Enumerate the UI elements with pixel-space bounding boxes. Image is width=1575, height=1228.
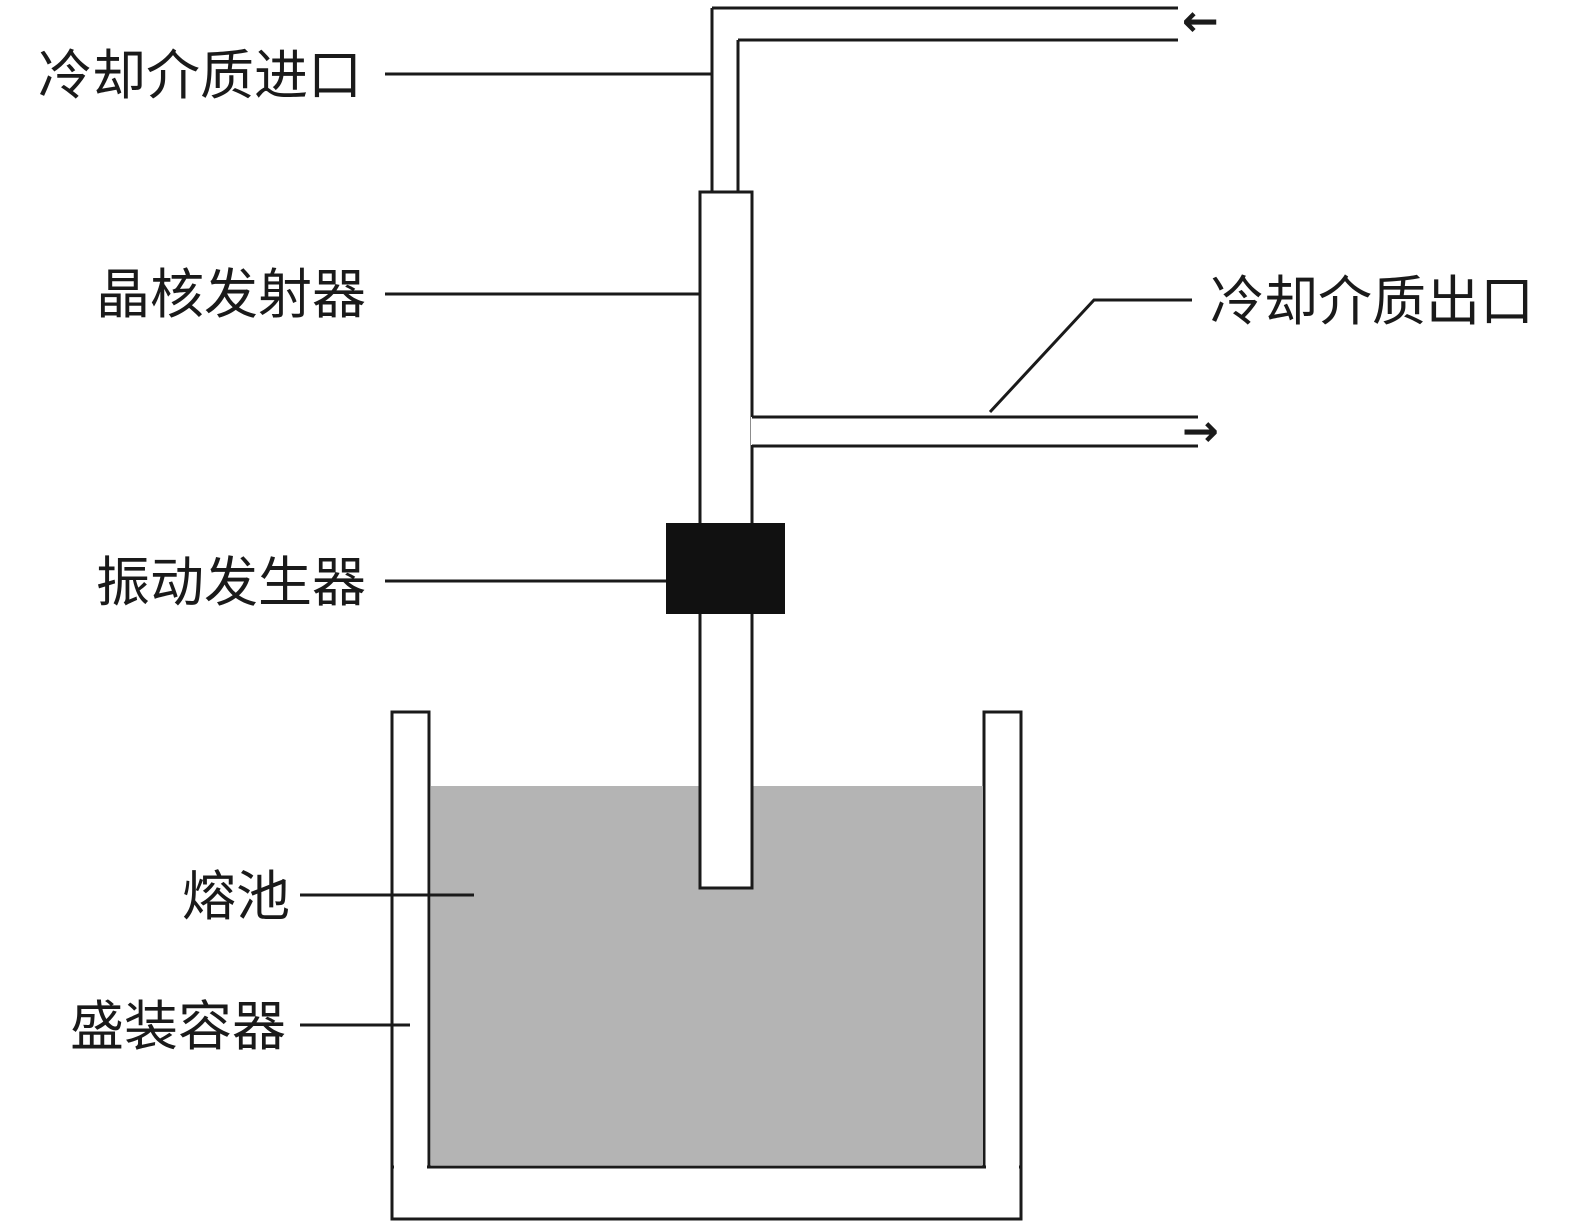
label-coolant-inlet: 冷却介质进口 (38, 44, 362, 107)
label-container: 盛装容器 (70, 995, 286, 1058)
leader-lines (300, 72, 1192, 1027)
container (390, 710, 1023, 1221)
label-melt-pool: 熔池 (182, 865, 290, 928)
leader-coolant-outlet (988, 298, 1192, 414)
label-coolant-outlet: 冷却介质出口 (1210, 270, 1534, 333)
inlet-arrow-icon: ← (1182, 0, 1219, 47)
vibration-generator-block (666, 523, 785, 614)
coolant-outlet-pipe (751, 415, 1198, 448)
coolant-inlet-pipe (710, 6, 1178, 192)
container-bottom (390, 1165, 1023, 1221)
outlet-arrow-icon: → (1182, 406, 1219, 457)
label-vibration-generator: 振动发生器 (96, 551, 366, 614)
container-left-wall (390, 710, 431, 1169)
label-nucleus-emitter: 晶核发射器 (96, 263, 366, 326)
container-right-wall (982, 710, 1023, 1169)
